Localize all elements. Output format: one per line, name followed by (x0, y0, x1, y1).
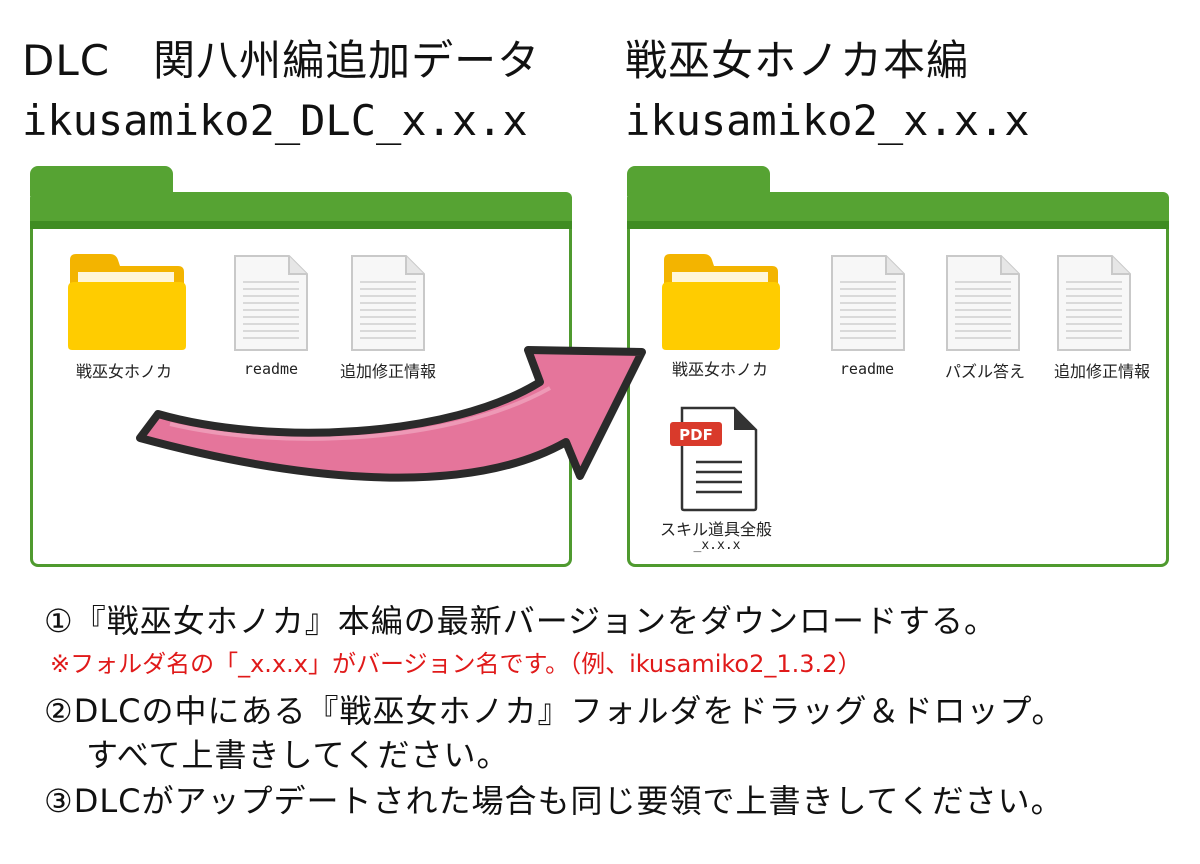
step-1: ①『戦巫女ホノカ』本編の最新バージョンをダウンロードする。 (44, 602, 998, 640)
document-icon[interactable] (945, 254, 1021, 352)
file-label: 戦巫女ホノカ (671, 360, 769, 379)
document-icon[interactable] (1056, 254, 1132, 352)
file-sublabel: _x.x.x (693, 538, 741, 553)
drag-arrow-icon (130, 326, 660, 496)
window-header (30, 192, 572, 230)
pdf-badge-text: PDF (679, 426, 713, 444)
window-header (627, 192, 1169, 230)
file-label: readme (243, 360, 299, 378)
main-title: 戦巫女ホノカ本編 (625, 36, 970, 85)
file-label: readme (839, 360, 895, 378)
main-folder-name: ikusamiko2_x.x.x (625, 96, 1030, 145)
file-label: パズル答え (944, 362, 1026, 381)
folder-icon[interactable] (66, 252, 188, 352)
document-icon[interactable] (350, 254, 426, 352)
folder-icon[interactable] (660, 252, 782, 352)
file-label: 追加修正情報 (1053, 362, 1151, 381)
file-label: 戦巫女ホノカ (75, 362, 173, 381)
step-3: ③DLCがアップデートされた場合も同じ要領で上書きしてください。 (44, 782, 1064, 820)
pdf-icon[interactable]: PDF (668, 406, 760, 512)
window-tab (30, 166, 173, 196)
document-icon[interactable] (830, 254, 906, 352)
dlc-folder-name: ikusamiko2_DLC_x.x.x (22, 96, 528, 145)
step-2: ②DLCの中にある『戦巫女ホノカ』フォルダをドラッグ＆ドロップ。 (44, 692, 1065, 730)
file-label: スキル道具全般 (659, 520, 773, 539)
dlc-title: DLC 関八州編追加データ (22, 36, 541, 85)
window-tab (627, 166, 770, 196)
step-2-detail: すべて上書きしてください。 (86, 736, 510, 774)
file-label: 追加修正情報 (339, 362, 437, 381)
version-note: ※フォルダ名の「_x.x.x」がバージョン名です。（例、ikusamiko2_1… (50, 650, 862, 678)
document-icon[interactable] (233, 254, 309, 352)
